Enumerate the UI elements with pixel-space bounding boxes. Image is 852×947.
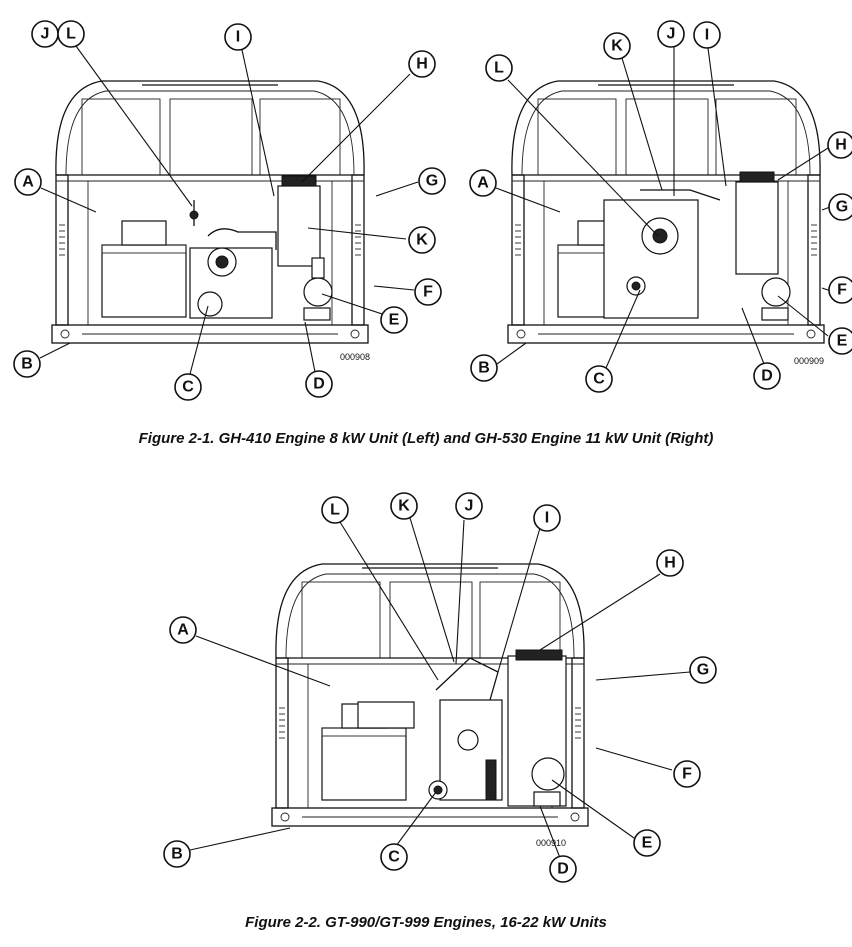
- callout-left-j: J: [31, 20, 59, 48]
- callout-fig2-b: B: [163, 840, 191, 868]
- figure-code-2: 000910: [536, 838, 566, 848]
- unit-11kw-drawing: 000909: [507, 80, 825, 366]
- svg-text:K: K: [611, 38, 623, 55]
- callout-left-k: K: [408, 226, 436, 254]
- callout-right-j: J: [657, 20, 685, 48]
- svg-text:D: D: [313, 376, 325, 393]
- svg-text:C: C: [388, 849, 400, 866]
- svg-text:A: A: [477, 175, 489, 192]
- figure-2-caption: Figure 2-2. GT-990/GT-999 Engines, 16-22…: [245, 914, 607, 931]
- svg-text:F: F: [423, 284, 433, 301]
- svg-text:H: H: [416, 56, 428, 73]
- callout-fig2-h: H: [656, 549, 684, 577]
- callout-right-c: C: [585, 365, 613, 393]
- svg-text:B: B: [478, 360, 490, 377]
- callout-fig2-a: A: [169, 616, 197, 644]
- unit-16-22kw-drawing: 000910: [271, 563, 589, 848]
- svg-text:C: C: [182, 379, 194, 396]
- svg-text:L: L: [330, 502, 340, 519]
- svg-text:B: B: [21, 356, 33, 373]
- svg-text:F: F: [837, 282, 847, 299]
- svg-text:G: G: [697, 662, 709, 679]
- callout-right-l: L: [485, 54, 513, 82]
- svg-text:B: B: [171, 846, 183, 863]
- callout-left-g: G: [418, 167, 446, 195]
- callout-left-a: A: [14, 168, 42, 196]
- svg-text:E: E: [389, 312, 400, 329]
- svg-text:L: L: [494, 60, 504, 77]
- svg-text:F: F: [682, 766, 692, 783]
- callout-left-e: E: [380, 306, 408, 334]
- callout-fig2-k: K: [390, 492, 418, 520]
- callout-fig2-f: F: [673, 760, 701, 788]
- svg-text:H: H: [835, 137, 847, 154]
- svg-text:G: G: [426, 173, 438, 190]
- svg-text:J: J: [41, 26, 50, 43]
- svg-text:G: G: [836, 199, 848, 216]
- svg-text:L: L: [66, 26, 76, 43]
- svg-text:K: K: [398, 498, 410, 515]
- callout-left-l: L: [57, 20, 85, 48]
- callout-left-d: D: [305, 370, 333, 398]
- figure-1-caption: Figure 2-1. GH-410 Engine 8 kW Unit (Lef…: [138, 430, 714, 447]
- callout-right-k: K: [603, 32, 631, 60]
- callout-left-i: I: [224, 23, 252, 51]
- callout-fig2-e: E: [633, 829, 661, 857]
- callout-right-f: F: [828, 276, 852, 304]
- figure-code-right: 000909: [794, 356, 824, 366]
- svg-text:I: I: [236, 29, 240, 46]
- callout-left-f: F: [414, 278, 442, 306]
- leader-lines: [39, 45, 835, 859]
- callout-right-a: A: [469, 169, 497, 197]
- svg-text:E: E: [642, 835, 653, 852]
- svg-text:C: C: [593, 371, 605, 388]
- callout-left-b: B: [13, 350, 41, 378]
- callout-fig2-j: J: [455, 492, 483, 520]
- svg-text:J: J: [465, 498, 474, 515]
- svg-text:A: A: [22, 174, 34, 191]
- svg-text:I: I: [545, 510, 549, 527]
- figure-code-left: 000908: [340, 352, 370, 362]
- svg-text:H: H: [664, 555, 676, 572]
- svg-text:D: D: [557, 861, 569, 878]
- callout-right-e: E: [828, 327, 852, 355]
- callout-right-i: I: [693, 21, 721, 49]
- unit-8kw-drawing: 000908: [51, 80, 370, 362]
- svg-text:E: E: [837, 333, 848, 350]
- callout-right-d: D: [753, 362, 781, 390]
- callout-left-c: C: [174, 373, 202, 401]
- svg-text:J: J: [667, 26, 676, 43]
- callout-fig2-g: G: [689, 656, 717, 684]
- callout-fig2-c: C: [380, 843, 408, 871]
- callout-fig2-l: L: [321, 496, 349, 524]
- callout-right-b: B: [470, 354, 498, 382]
- callout-right-g: G: [828, 193, 852, 221]
- callout-left-h: H: [408, 50, 436, 78]
- callout-right-h: H: [827, 131, 852, 159]
- callout-fig2-i: I: [533, 504, 561, 532]
- callout-fig2-d: D: [549, 855, 577, 883]
- svg-text:K: K: [416, 232, 428, 249]
- svg-text:A: A: [177, 622, 189, 639]
- svg-text:D: D: [761, 368, 773, 385]
- svg-text:I: I: [705, 27, 709, 44]
